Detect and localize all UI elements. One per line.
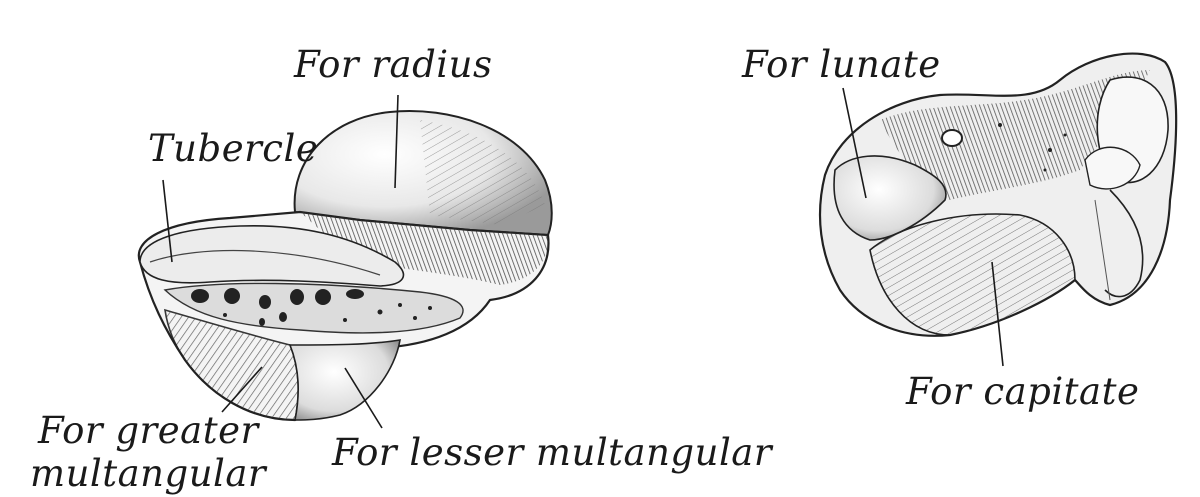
label-for-radius: For radius [294, 43, 493, 86]
label-for-lesser-multangular: For lesser multangular [332, 431, 773, 474]
label-for-greater-line1: For greater [38, 409, 259, 452]
foramina-pits [191, 288, 432, 326]
leader-lines [162, 87, 1004, 429]
leader-line-tubercle [162, 179, 173, 263]
leader-line-for-lunate [842, 87, 867, 199]
leader-line-for-capitate [991, 261, 1004, 367]
left-bone-drawing [137, 110, 553, 422]
label-tubercle: Tubercle [148, 127, 319, 170]
label-for-greater-line2: multangular [30, 452, 267, 495]
leader-line-greater-multangular [221, 366, 263, 413]
leader-line-for-radius [394, 94, 399, 189]
label-for-lunate: For lunate [742, 43, 941, 86]
leader-line-lesser-multangular [344, 367, 383, 429]
tubercle-ridge [139, 224, 405, 287]
foramen [941, 129, 963, 147]
lesser-multangular-facet [288, 339, 401, 421]
capitate-facet [869, 213, 1076, 336]
right-bone-drawing [818, 52, 1178, 337]
label-for-capitate: For capitate [906, 370, 1140, 413]
